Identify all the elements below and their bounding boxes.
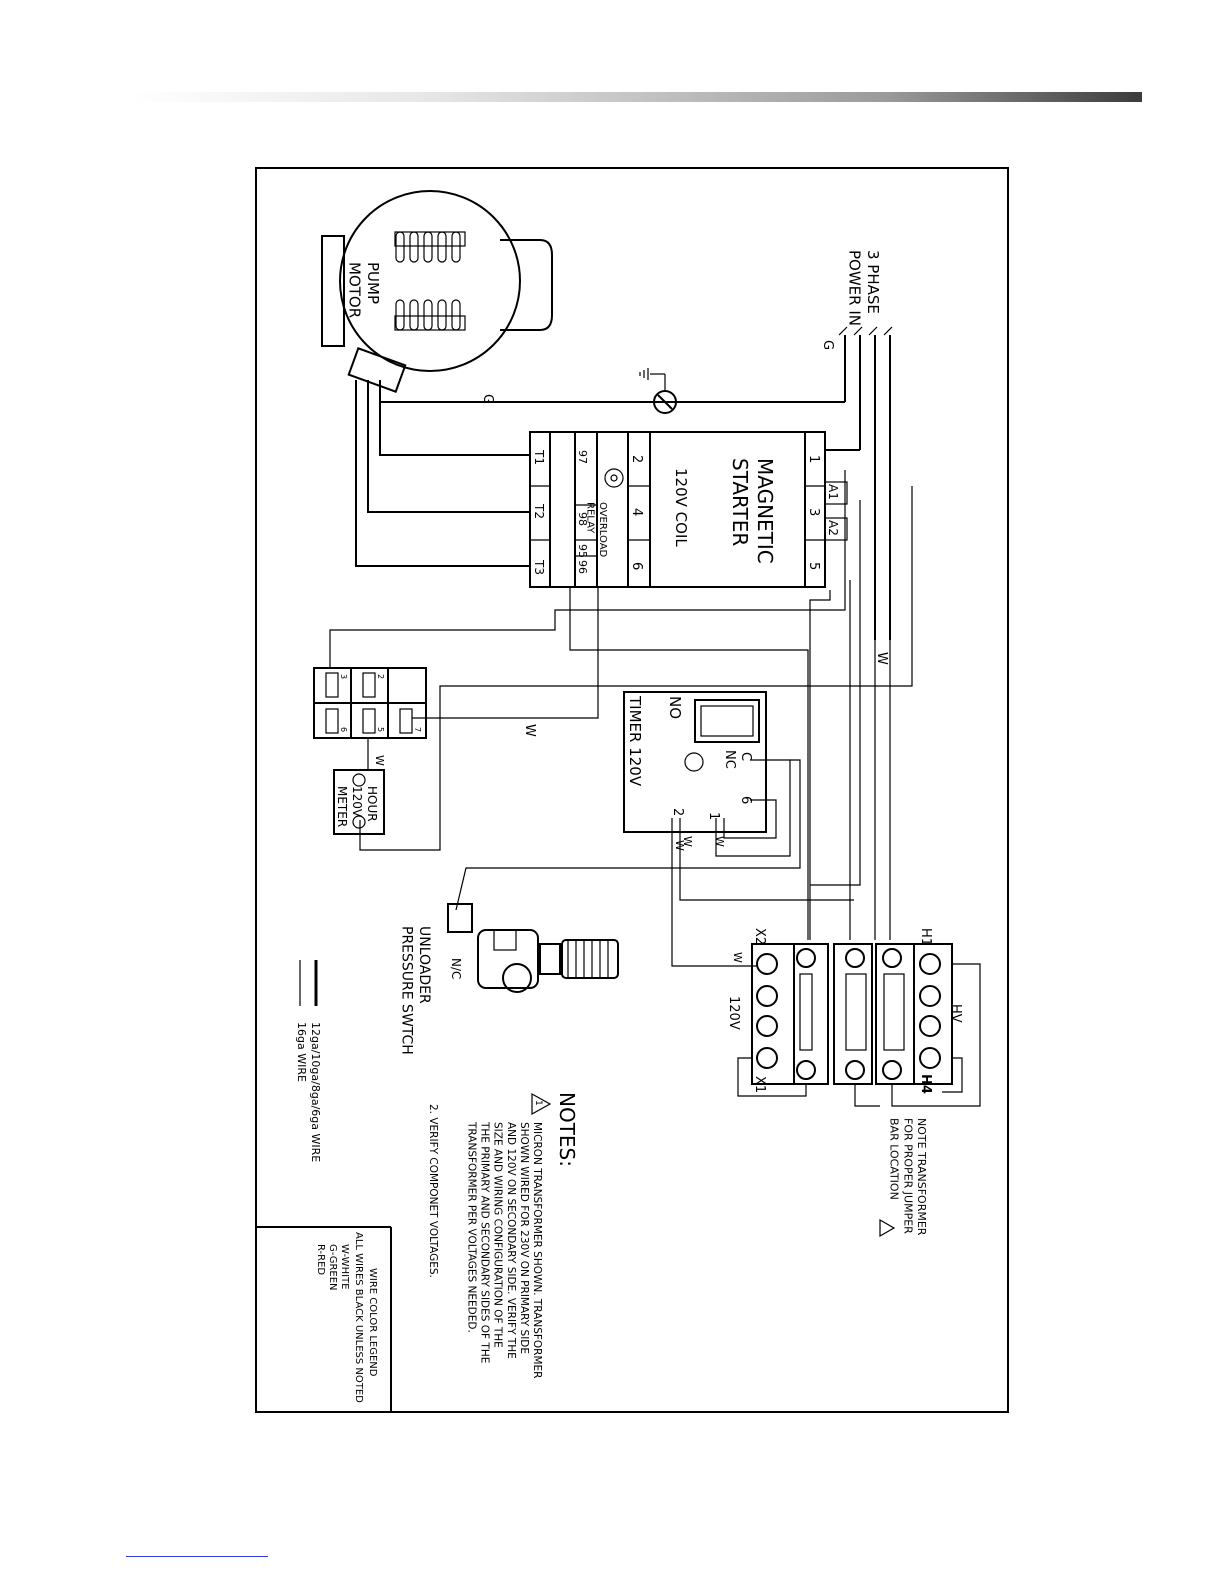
pump-motor <box>321 190 553 393</box>
legend-item-red: R-RED <box>315 1244 326 1275</box>
terminal-6: 6 <box>629 562 644 570</box>
wire-w-label-7: W <box>731 952 744 963</box>
wire-w-label-1: W <box>874 652 889 665</box>
starter-coil-label: 120V COIL <box>672 468 690 547</box>
wire-w-label-6: W <box>713 836 726 847</box>
starter-title: MAGNETICSTARTER <box>728 458 777 564</box>
magnetic-starter <box>529 431 848 588</box>
terminal-t2: T2 <box>532 503 546 519</box>
transformer-note-warning-icon <box>879 1218 896 1238</box>
header-gradient-bar <box>130 92 1142 102</box>
timer-no: NO <box>666 696 684 719</box>
transformer-hv: HV <box>948 1004 963 1023</box>
transformer-note: NOTE TRANSFORMERFOR PROPER JUMPERBAR LOC… <box>888 1118 929 1236</box>
transformer-x1: X1 <box>752 1076 767 1093</box>
note1-warning-icon <box>531 1092 552 1116</box>
terminal-a2: A2 <box>826 520 840 536</box>
switch-terminal-6: 6 <box>339 727 348 732</box>
timer-nc: NC <box>722 750 737 769</box>
timer-c: C <box>738 752 753 761</box>
note1-number: 1 <box>533 1100 543 1106</box>
motor-leads <box>355 380 530 567</box>
heavy-wire-label: 12ga/10ga/8ga/6ga WIRE <box>309 1022 322 1162</box>
terminal-4: 4 <box>629 508 644 516</box>
unloader-nc: N/C <box>449 958 463 979</box>
switch-terminal-7: 7 <box>413 727 422 732</box>
diagram-frame <box>255 167 1009 1413</box>
terminal-1: 1 <box>806 455 821 463</box>
terminal-t3: T3 <box>532 559 546 575</box>
notes-title: NOTES: <box>555 1092 579 1167</box>
ground-wire <box>380 368 845 414</box>
switch-terminal-5: 5 <box>376 727 385 732</box>
timer-6: 6 <box>738 796 753 804</box>
hour-meter <box>333 738 385 835</box>
timer-1: 1 <box>706 812 721 820</box>
transformer-h4: H4 <box>918 1074 933 1094</box>
power-label: 3 PHASEPOWER IN <box>845 250 882 326</box>
terminal-2: 2 <box>629 455 644 463</box>
unloader-pressure-switch <box>447 903 619 993</box>
terminal-97: 97 <box>576 450 589 464</box>
starter-power-wires <box>329 449 913 940</box>
note2-text: 2. VERIFY COMPONET VOLTAGES. <box>427 1104 439 1278</box>
terminal-5: 5 <box>806 562 821 570</box>
timer <box>455 691 854 967</box>
terminal-96: 96 <box>576 560 589 574</box>
terminal-98: 98 <box>576 512 589 526</box>
legend-item-green: G-GREEN <box>327 1244 338 1291</box>
unloader-label: UNLOADERPRESSURE SWTCH <box>399 926 433 1055</box>
transformer-h1: H1 <box>918 928 933 946</box>
wire-w-label-5: W <box>673 840 686 851</box>
legend-item-white: W-WHITE <box>339 1244 350 1289</box>
transformer-x2: X2 <box>752 928 767 945</box>
transformer-120v: 120V <box>726 996 741 1030</box>
switch-block <box>313 667 427 739</box>
legend-subtitle: ALL WIRES BLACK UNLESS NOTED <box>353 1232 364 1403</box>
wire-w-label-4: W <box>681 836 694 847</box>
motor-label: PUMPMOTOR <box>345 262 382 318</box>
ground-label: G <box>820 340 835 350</box>
switch-terminal-2: 2 <box>376 674 385 679</box>
wire-w-label-3: W <box>373 755 386 766</box>
timer-2: 2 <box>670 808 685 816</box>
transformer <box>737 943 981 1107</box>
terminal-a1: A1 <box>826 484 840 500</box>
overload-relay-label: OVERLOADRELAY <box>585 502 609 558</box>
light-wire-label: 16ga WIRE <box>295 1022 308 1082</box>
wire-w-label-2: W <box>522 724 537 737</box>
timer-label: TIMER 120V <box>626 695 644 787</box>
footer-rule <box>126 1556 268 1557</box>
switch-terminal-3: 3 <box>339 674 348 679</box>
terminal-t1: T1 <box>532 449 546 465</box>
note1-text: MICRON TRANSFORMER SHOWN. TRANSFORMERSHO… <box>465 1121 543 1378</box>
terminal-95: 95 <box>576 544 589 558</box>
hour-meter-label: HOUR120VMETER <box>335 786 379 827</box>
terminal-3: 3 <box>806 508 821 516</box>
ground-wire-label: G <box>480 394 495 404</box>
legend-title: WIRE COLOR LEGEND <box>367 1268 378 1377</box>
